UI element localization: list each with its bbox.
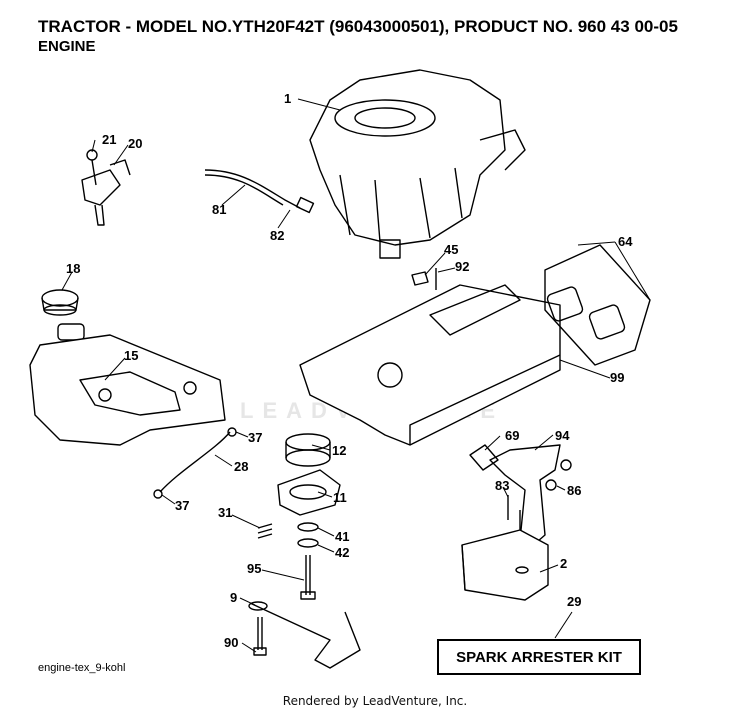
callout-1: 1 [284,91,291,106]
callout-69: 69 [505,428,519,443]
kit-label: SPARK ARRESTER KIT [456,648,622,666]
callout-18: 18 [66,261,80,276]
pulley-part [285,433,331,467]
callout-64: 64 [618,234,633,249]
muffler-part [461,529,549,601]
ignition-switch-part [81,149,131,226]
callout-2: 2 [560,556,567,571]
callout-41: 41 [335,529,349,544]
callout-45: 45 [444,242,458,257]
spring-part [257,523,273,539]
callout-28: 28 [234,459,248,474]
fuel-hose-part [159,431,231,493]
callout-92: 92 [455,259,469,274]
callout-95: 95 [247,561,261,576]
callout-37-top: 37 [248,430,262,445]
rod-part [249,602,361,669]
callout-29: 29 [567,594,581,609]
clutch-part [277,469,341,516]
gasket-part [544,244,651,366]
callout-20: 20 [128,136,142,151]
callout-9: 9 [230,590,237,605]
callout-81: 81 [212,202,226,217]
callout-82: 82 [270,228,284,243]
callout-42: 42 [335,545,349,560]
engine-part [309,69,526,259]
callout-11: 11 [333,490,347,505]
callout-31: 31 [218,505,232,520]
fuel-cap-part [41,289,79,316]
callout-86: 86 [567,483,581,498]
callout-99: 99 [610,370,624,385]
callout-15: 15 [124,348,138,363]
fuel-tank-part [29,323,226,446]
fuel-line-part [204,169,301,209]
callout-83: 83 [495,478,509,493]
footer-credit: Rendered by LeadVenture, Inc. [282,694,468,708]
engine-mounting-plate-part [299,284,561,446]
exhaust-pipe-part [489,444,561,549]
spark-arrester-kit-box: SPARK ARRESTER KIT [437,639,641,675]
page-title: TRACTOR - MODEL NO.YTH20F42T (9604300050… [38,17,678,36]
callout-37-bottom: 37 [175,498,189,513]
section-subtitle: ENGINE [38,38,96,55]
callout-12: 12 [332,443,346,458]
callout-94: 94 [555,428,570,443]
callout-21: 21 [102,132,116,147]
callout-90: 90 [224,635,238,650]
image-code: engine-tex_9-kohl [38,662,126,674]
